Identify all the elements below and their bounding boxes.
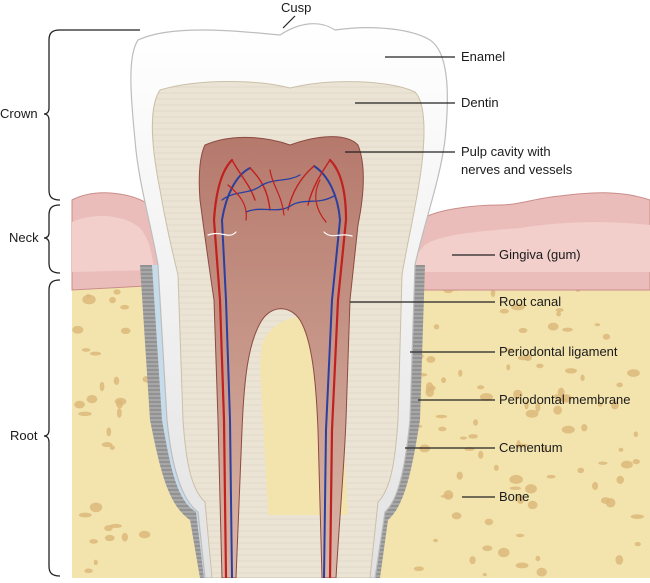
bone-spot	[498, 548, 510, 557]
bone-spot	[438, 427, 446, 432]
bone-spot	[482, 545, 492, 551]
bone-spot	[485, 519, 494, 526]
bone-spot	[110, 524, 122, 528]
label-crown: Crown	[0, 106, 38, 122]
bone-spot	[90, 352, 101, 356]
bone-spot	[616, 476, 624, 484]
label-pulp-cavity-line2: nerves and vessels	[461, 162, 572, 178]
bone-spot	[121, 328, 131, 334]
bone-spot	[634, 431, 638, 437]
bone-spot	[460, 436, 467, 439]
bone-spot	[581, 424, 587, 431]
bone-spot	[122, 533, 128, 542]
label-periodontal-ligament: Periodontal ligament	[499, 344, 618, 360]
bone-spot	[90, 502, 103, 512]
bone-spot	[494, 465, 499, 471]
bone-spot	[565, 368, 577, 373]
bone-spot	[516, 562, 529, 568]
bone-spot	[120, 305, 129, 310]
bone-spot	[603, 334, 610, 340]
bone-spot	[478, 451, 483, 459]
bone-spot	[106, 427, 111, 436]
label-root: Root	[10, 428, 37, 444]
label-cementum: Cementum	[499, 440, 563, 456]
bone-spot	[441, 377, 446, 383]
bone-spot	[562, 328, 573, 332]
bone-spot	[537, 568, 547, 577]
label-cusp: Cusp	[281, 0, 311, 16]
bone-spot	[606, 498, 616, 507]
bone-spot	[516, 534, 524, 538]
bone-spot	[469, 556, 475, 564]
bone-spot	[535, 556, 540, 561]
bone-spot	[139, 531, 150, 538]
bone-spot	[519, 328, 528, 333]
bone-spot	[78, 412, 92, 416]
bone-spot	[477, 385, 484, 389]
label-enamel: Enamel	[461, 49, 505, 65]
bone-spot	[548, 323, 559, 331]
region-brackets	[44, 30, 60, 576]
bone-spot	[426, 356, 435, 363]
bone-spot	[86, 294, 91, 297]
bone-spot	[577, 468, 584, 474]
label-pulp-cavity-line1: Pulp cavity with	[461, 144, 551, 160]
bone-spot	[633, 459, 640, 464]
bone-spot	[619, 448, 624, 452]
bone-spot	[82, 348, 91, 352]
bone-spot	[100, 382, 105, 391]
bone-spot	[509, 475, 523, 484]
bone-spot	[436, 415, 448, 418]
label-neck: Neck	[9, 230, 39, 246]
bone-spot	[89, 539, 98, 544]
bone-spot	[105, 535, 115, 541]
bone-spot	[592, 482, 598, 490]
bone-spot	[113, 289, 120, 295]
bone-spot	[556, 311, 561, 316]
bone-spot	[426, 382, 433, 392]
bone-spot	[433, 539, 438, 542]
label-periodontal-membrane: Periodontal membrane	[499, 392, 631, 408]
bone-spot	[616, 383, 622, 388]
bone-spot	[115, 398, 127, 406]
bone-spot	[562, 426, 575, 434]
bone-spot	[621, 461, 633, 469]
bone-spot	[536, 364, 543, 369]
bone-spot	[547, 475, 556, 479]
bone-spot	[526, 410, 539, 418]
bone-spot	[79, 513, 92, 518]
bone-spot	[458, 370, 462, 377]
bone-spot	[109, 297, 116, 303]
bone-spot	[595, 323, 601, 326]
bone-spot	[74, 401, 85, 409]
label-bone: Bone	[499, 489, 529, 505]
label-dentin: Dentin	[461, 95, 499, 111]
bone-spot	[86, 395, 97, 403]
bone-spot	[627, 369, 640, 377]
bone-spot	[434, 324, 439, 329]
bone-spot	[414, 566, 424, 571]
bone-spot	[452, 512, 462, 519]
label-root-canal: Root canal	[499, 294, 561, 310]
bone-spot	[117, 408, 122, 418]
bone-spot	[102, 442, 113, 447]
bone-spot	[114, 377, 120, 385]
bone-spot	[72, 326, 83, 334]
bone-spot	[506, 364, 510, 370]
bone-spot	[473, 419, 478, 425]
bone-spot	[635, 542, 641, 546]
bone-spot	[443, 490, 453, 500]
bone-spot	[615, 555, 623, 565]
bone-spot	[598, 461, 607, 464]
bone-spot	[483, 573, 487, 576]
bone-spot	[631, 514, 644, 519]
bone-spot	[580, 375, 584, 381]
bone-spot	[468, 434, 478, 439]
bone-spot	[457, 472, 463, 480]
label-gingiva: Gingiva (gum)	[499, 247, 581, 263]
bone-spot	[84, 569, 92, 574]
bone-spot	[94, 560, 98, 566]
